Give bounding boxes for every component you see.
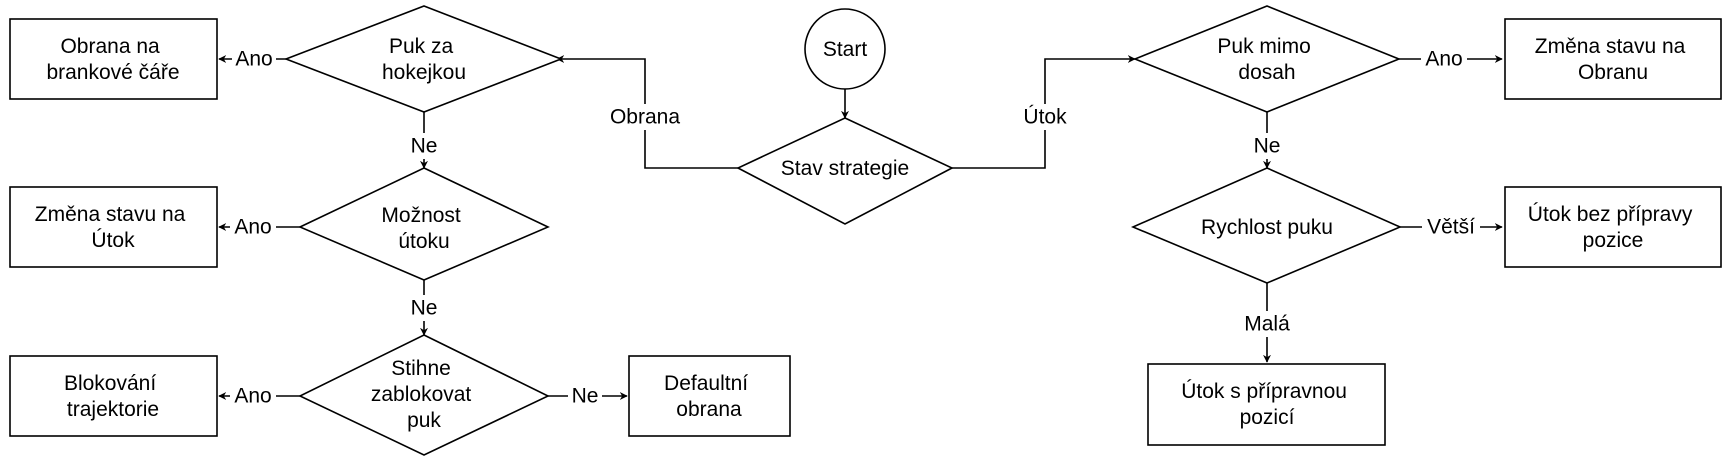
defaultni-obrana-label: Defaultní obrana <box>664 372 754 421</box>
puk-za-hokejkou-label: Puk za hokejkou <box>382 35 466 84</box>
edge-labels: Obrana Útok Ano Ne Ano Ne Ano Ne Ano Ne … <box>230 47 1480 408</box>
rychlost-puku-label: Rychlost puku <box>1201 216 1333 239</box>
edge-label-ne-3: Ne <box>572 385 599 408</box>
puk-mimo-dosah-label: Puk mimo dosah <box>1217 35 1316 84</box>
utok-s-pripravnou-pozici-node: Útok s přípravnou pozicí <box>1147 363 1386 446</box>
zmena-stavu-na-utok-node: Změna stavu na Útok <box>9 186 218 268</box>
edge-label-vetsi: Větší <box>1427 216 1475 239</box>
defaultni-obrana-node: Defaultní obrana <box>628 355 791 437</box>
stihne-zablokovat-puk-label: Stihne zablokovat puk <box>371 357 477 432</box>
utok-bez-pripravy-pozice-node: Útok bez přípravy pozice <box>1504 186 1722 268</box>
stav-strategie-node: Stav strategie <box>736 117 954 225</box>
edge-label-ano-2: Ano <box>234 216 271 239</box>
obrana-na-brankove-care-label: Obrana na brankové čáře <box>46 35 179 84</box>
stav-strategie-label: Stav strategie <box>781 157 909 180</box>
puk-mimo-dosah-node: Puk mimo dosah <box>1132 5 1402 113</box>
edge-label-ano-4: Ano <box>1425 48 1462 71</box>
rychlost-puku-node: Rychlost puku <box>1130 167 1403 284</box>
moznost-utoku-label: Možnost útoku <box>381 204 466 253</box>
start-label: Start <box>823 38 868 61</box>
utok-s-pripravnou-pozici-label: Útok s přípravnou pozicí <box>1181 380 1353 429</box>
zmena-stavu-na-utok-label: Změna stavu na Útok <box>35 203 191 252</box>
edge-label-ne-2: Ne <box>411 297 438 320</box>
obrana-na-brankove-care-node: Obrana na brankové čáře <box>9 18 218 100</box>
edge-label-obrana: Obrana <box>610 106 680 129</box>
blokovani-trajektorie-label: Blokování trajektorie <box>64 372 162 421</box>
edge-label-mala: Malá <box>1244 313 1290 336</box>
utok-bez-pripravy-pozice-label: Útok bez přípravy pozice <box>1528 203 1698 252</box>
moznost-utoku-node: Možnost útoku <box>298 167 550 281</box>
start-node: Start <box>804 8 886 90</box>
edge-label-ne-4: Ne <box>1254 135 1281 158</box>
edge-label-ano-3: Ano <box>234 385 271 408</box>
edge-label-utok: Útok <box>1023 106 1067 129</box>
zmena-stavu-na-obranu-node: Změna stavu na Obranu <box>1504 18 1722 100</box>
puk-za-hokejkou-node: Puk za hokejkou <box>283 5 564 113</box>
stihne-zablokovat-puk-node: Stihne zablokovat puk <box>298 334 550 456</box>
edge-label-ne-1: Ne <box>411 135 438 158</box>
zmena-stavu-na-obranu-label: Změna stavu na Obranu <box>1535 35 1691 84</box>
blokovani-trajektorie-node: Blokování trajektorie <box>9 355 218 437</box>
edge-label-ano-1: Ano <box>235 48 272 71</box>
